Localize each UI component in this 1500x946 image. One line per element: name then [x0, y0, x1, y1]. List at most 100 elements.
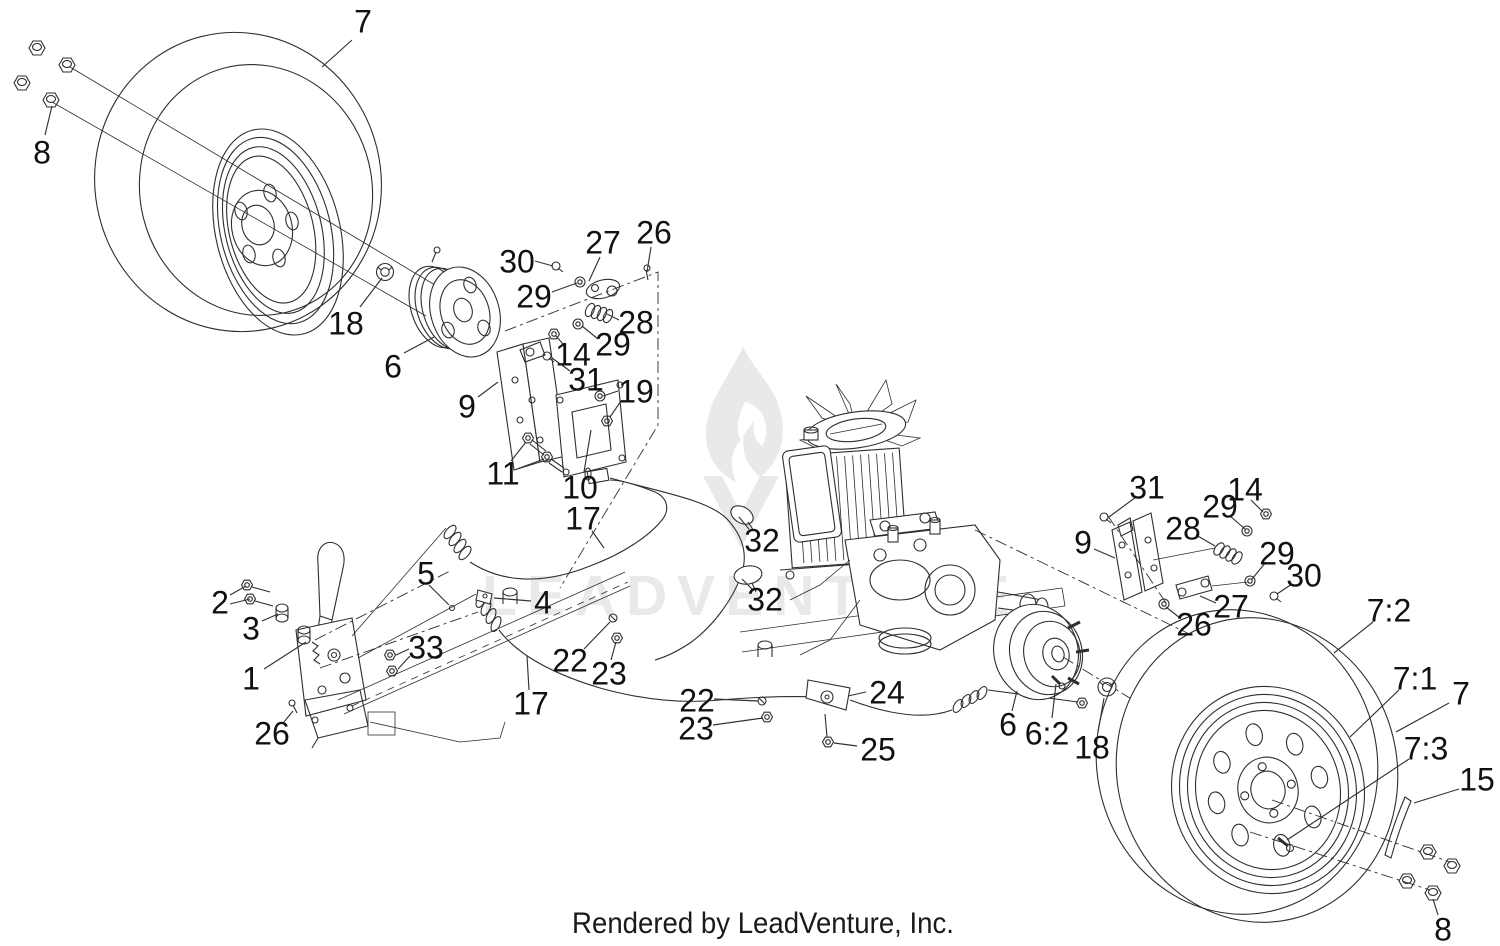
callout-31: 31: [568, 362, 604, 398]
callout-6: 6: [999, 707, 1017, 743]
callout-11: 11: [486, 456, 519, 492]
leader-line: [1199, 595, 1217, 604]
leader-line: [581, 325, 599, 340]
left-brake-caliper: [496, 337, 567, 471]
brake-cables: [351, 467, 1089, 723]
frame-rails: [337, 571, 1066, 748]
leader-line: [1051, 683, 1057, 719]
front-left-rim: [212, 128, 344, 336]
leader-line: [555, 335, 564, 345]
callout-33: 33: [408, 630, 444, 666]
cable-spring: [443, 524, 472, 561]
transaxle-bolt: [929, 516, 941, 535]
leader-line: [1011, 690, 1018, 712]
leader-line: [477, 381, 499, 398]
callout-30: 30: [499, 244, 535, 280]
callout-29: 29: [1259, 536, 1295, 572]
callout-7-1: 7:1: [1393, 661, 1437, 697]
leader-line: [1432, 898, 1439, 916]
leader-line: [583, 429, 592, 473]
engine-tank: [782, 445, 842, 543]
lug-nut: [13, 75, 31, 91]
callout-32: 32: [747, 582, 783, 618]
screw-30: [1269, 591, 1282, 603]
callout-22: 22: [679, 683, 715, 719]
callout-18: 18: [328, 306, 364, 342]
callout-23: 23: [678, 711, 714, 747]
bushing-3: [297, 625, 311, 645]
leader-line: [741, 578, 753, 590]
nut-23: [610, 632, 624, 644]
caliper-mounting-plate: [555, 379, 627, 478]
leader-line: [712, 717, 764, 726]
leader-line: [609, 400, 622, 418]
callout-25: 25: [860, 732, 896, 768]
rear-right-rim: [1170, 685, 1366, 895]
leader-line: [534, 260, 554, 267]
cable-spring: [952, 686, 988, 713]
detail-boundary-left: [504, 271, 659, 589]
leader-line: [229, 585, 247, 596]
leader-line: [263, 641, 307, 670]
rear-right-tire: [1095, 609, 1399, 923]
spring-28: [1213, 542, 1243, 565]
castle-nut-right: [1097, 677, 1117, 697]
callout-18: 18: [1074, 730, 1110, 766]
leader-line: [1165, 606, 1181, 619]
callout-27: 27: [585, 225, 621, 261]
leader-line: [1349, 689, 1400, 738]
callout-7-3: 7:3: [1404, 731, 1448, 767]
lug-nut: [1424, 885, 1442, 901]
callout-14: 14: [555, 337, 591, 373]
leader-line: [610, 641, 617, 661]
callout-19: 19: [618, 374, 654, 410]
callout-2: 2: [211, 585, 229, 621]
leader-line: [510, 441, 527, 462]
leader-line: [395, 648, 410, 656]
leader-line: [713, 698, 759, 702]
leader-line: [583, 621, 611, 650]
callout-31: 31: [1129, 470, 1165, 506]
screw-30: [551, 261, 564, 273]
leader-line: [403, 336, 435, 354]
brake-link-27: [1175, 575, 1213, 600]
axis-line: [319, 611, 479, 669]
leader-line: [283, 710, 294, 723]
leader-line: [551, 357, 571, 372]
callout-26: 26: [636, 215, 672, 251]
leader-line: [261, 613, 279, 622]
cable-clip-22: [608, 613, 618, 623]
frame-bumper: [757, 640, 773, 657]
oil-cap: [803, 426, 819, 441]
leader-line: [591, 530, 605, 549]
leader-line: [1093, 548, 1116, 559]
cable-clamp-32: [733, 565, 763, 593]
lug-nuts-front: [13, 40, 76, 108]
callout-15: 15: [1459, 762, 1495, 798]
right-brake-caliper: [1099, 508, 1282, 610]
callout-29: 29: [595, 327, 631, 363]
callout-6-2: 6:2: [1025, 716, 1069, 752]
callout-17: 17: [513, 686, 549, 722]
castle-nut-left: [375, 262, 395, 282]
leader-line: [606, 313, 620, 321]
leader-line: [1333, 621, 1374, 654]
pin-26: [643, 264, 651, 281]
leader-line: [1195, 534, 1216, 547]
callout-7: 7: [354, 4, 372, 40]
bushing-3: [275, 603, 289, 623]
wheel-weight: [1384, 796, 1412, 859]
callout-28: 28: [618, 305, 654, 341]
callout-4: 4: [534, 585, 552, 621]
leader-line: [516, 458, 545, 470]
bolt-2: [240, 579, 271, 593]
leader-line: [1097, 697, 1105, 733]
leader-line: [1251, 561, 1267, 580]
nut-33: [383, 649, 397, 661]
leader-line: [44, 105, 53, 136]
bolt-11: [521, 432, 547, 456]
cable-clamp-4: [475, 589, 493, 605]
washer-29: [572, 318, 584, 330]
callout-9: 9: [1074, 525, 1092, 561]
